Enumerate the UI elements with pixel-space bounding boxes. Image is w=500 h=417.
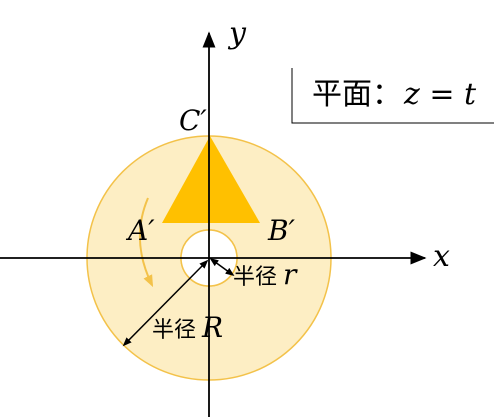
triangle [162, 136, 260, 223]
radius-R-symbol: R [201, 311, 223, 344]
y-axis-label: y [227, 16, 247, 51]
plane-equation: z = t [403, 77, 477, 112]
radius-r-arrow [209, 257, 235, 277]
point-a-label: A′ [125, 214, 155, 247]
radius-r-prefix: 半径 [233, 265, 277, 290]
plane-prefix: 平面： [312, 77, 402, 112]
radius-R-prefix: 半径 [152, 318, 196, 343]
point-c-label: C′ [179, 104, 207, 137]
plane-box [291, 68, 494, 124]
radius-r-symbol: r [283, 258, 298, 291]
point-b-label: B′ [267, 214, 296, 247]
plane-label: 平面：z = t [312, 77, 477, 112]
x-axis-label: x [433, 239, 450, 274]
radius-R-arrow [122, 259, 209, 347]
